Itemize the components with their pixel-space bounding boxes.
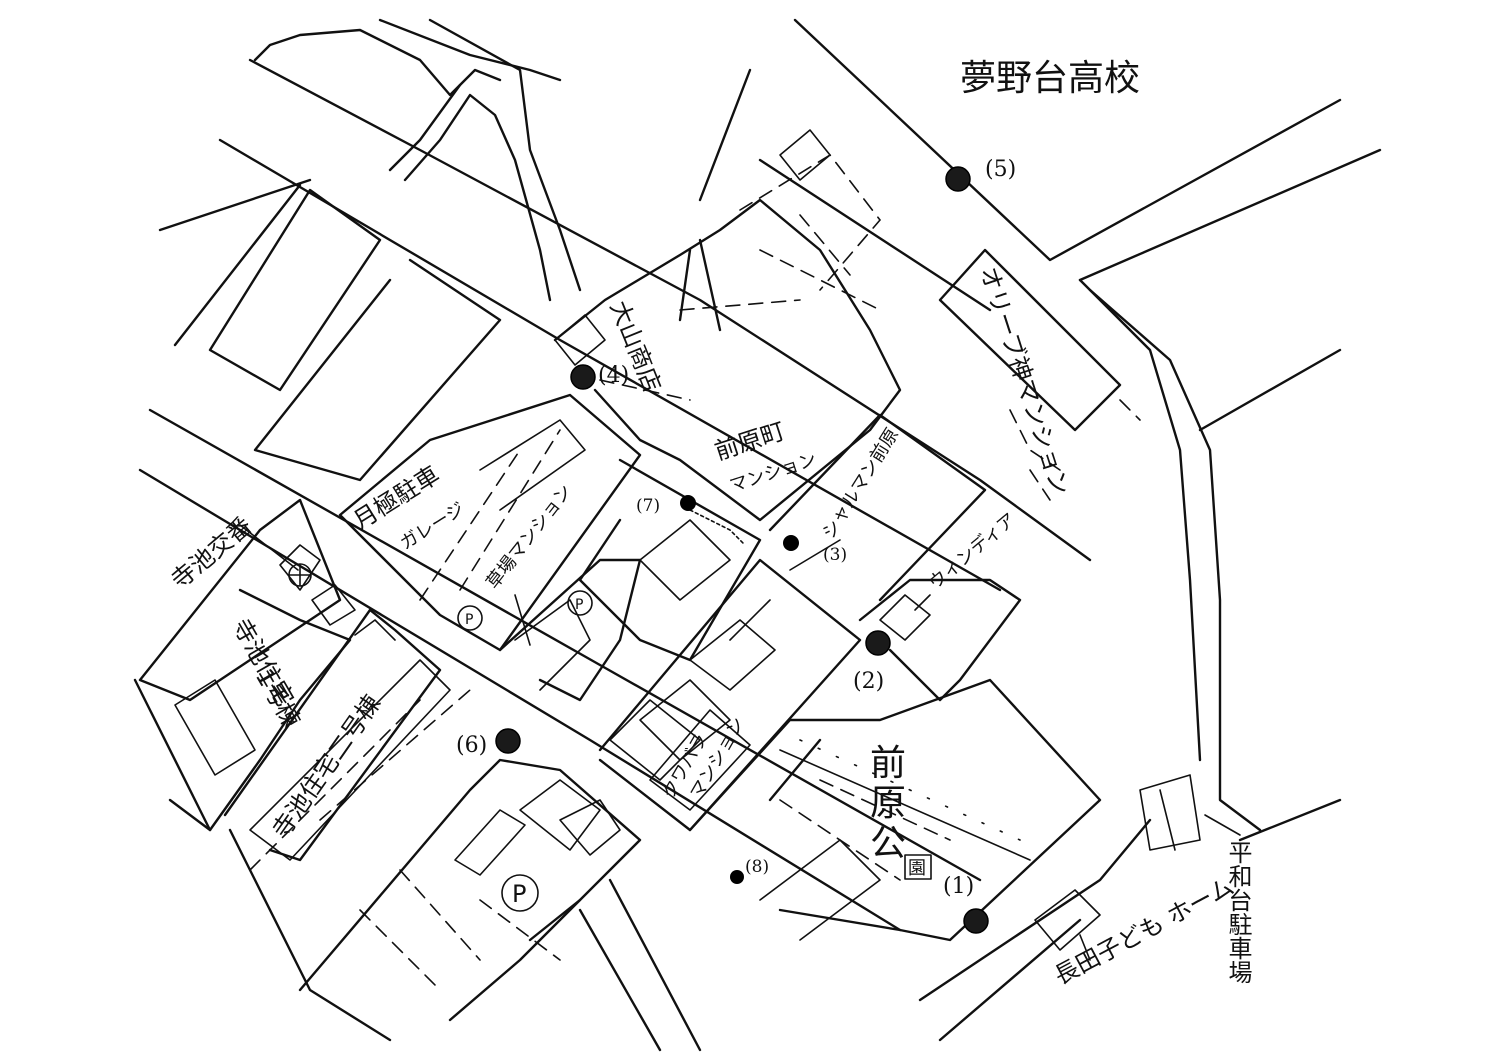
bottom-right-area xyxy=(918,774,1201,1042)
parking-symbol-1: P xyxy=(465,612,473,628)
oyama-block xyxy=(553,129,902,522)
point-4-marker[interactable] xyxy=(570,364,596,390)
point-1-label: (1) xyxy=(943,874,974,899)
place-labels: 夢野台高校 大山商店 前原町 マンション オリーブ神マンション シャルマン前原 … xyxy=(166,58,1252,990)
main-road xyxy=(138,58,1092,932)
parking-symbol-3: P xyxy=(512,880,526,908)
point-1-marker[interactable] xyxy=(963,908,989,934)
markers xyxy=(495,166,989,934)
olive-mansion-label: オリーブ神マンション xyxy=(974,263,1074,499)
point-3-marker[interactable] xyxy=(783,535,799,551)
point-2-marker[interactable] xyxy=(865,630,891,656)
maehara-block xyxy=(578,458,762,662)
point-7-marker[interactable] xyxy=(680,495,696,511)
point-7-label: (7) xyxy=(636,496,660,516)
lower-left-parking xyxy=(298,758,702,1052)
park-label-4: 園 xyxy=(908,858,926,879)
point-8-label: (8) xyxy=(745,857,769,877)
olive-block xyxy=(938,248,1141,501)
school-label: 夢野台高校 xyxy=(960,58,1140,99)
garage-block xyxy=(338,393,642,702)
park-label-3: 公 xyxy=(870,823,906,864)
point-labels: (1) (2) (3) (4) (5) (6) (7) (8) xyxy=(456,157,1016,899)
point-8-marker[interactable] xyxy=(730,870,744,884)
park-label-2: 原 xyxy=(870,783,906,824)
charmant-label: シャルマン前原 xyxy=(818,425,903,543)
park-block xyxy=(688,678,1102,942)
point-4-label: (4) xyxy=(598,363,629,388)
point-5-label: (5) xyxy=(985,157,1016,182)
creek xyxy=(253,18,582,302)
point-6-marker[interactable] xyxy=(495,728,521,754)
leader-lines xyxy=(239,524,1241,961)
charmant-block xyxy=(768,413,1022,702)
koban-label: 寺池交番 xyxy=(166,511,258,594)
parking-symbol-2: P xyxy=(575,597,583,613)
heiwadai-label: 平和台駐車場 xyxy=(1224,840,1252,984)
teraike-1-label-2: 1号棟 xyxy=(250,664,306,733)
park-label-box xyxy=(904,854,932,880)
cross-roads xyxy=(698,18,1382,842)
central-block xyxy=(598,558,862,832)
teraike-area xyxy=(133,498,471,1042)
kusaba-label: 草場マンション xyxy=(482,481,576,593)
maeharacho-label-1: 前原町 xyxy=(711,417,788,466)
park-label-1: 前 xyxy=(870,743,906,784)
point-5-marker[interactable] xyxy=(945,166,971,192)
children-home-label: 長田子ども ホーム xyxy=(1050,872,1239,990)
point-2-label: (2) xyxy=(853,669,884,694)
point-6-label: (6) xyxy=(456,733,487,758)
left-blocks xyxy=(158,178,502,482)
point-3-label: (3) xyxy=(823,545,847,565)
